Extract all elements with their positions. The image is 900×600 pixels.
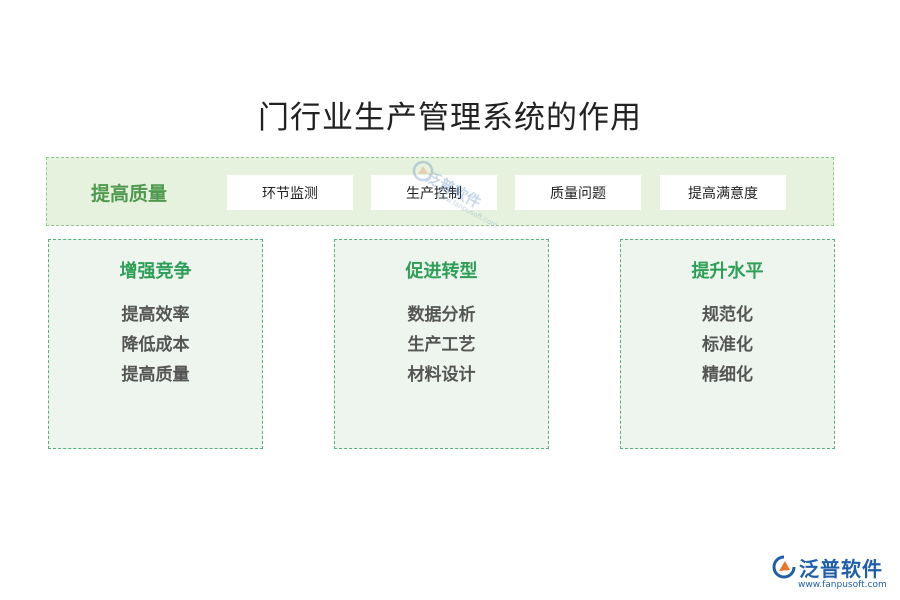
card-item: 降低成本 [121,335,190,355]
chip-item: 质量问题 [515,175,641,210]
chip-item: 生产控制 [371,175,497,210]
brand-url: www.fanpusoft.com [798,580,887,590]
card-item: 数据分析 [407,305,476,325]
chip-item: 环节监测 [227,175,353,210]
card-item: 提高效率 [121,305,190,325]
card-level: 提升水平 规范化 标准化 精细化 [620,239,835,449]
card-title: 提升水平 [691,261,764,282]
card-item: 材料设计 [407,365,476,385]
card-title: 增强竞争 [119,261,192,282]
brand-logo-icon [772,555,796,579]
page-title: 门行业生产管理系统的作用 [258,100,642,136]
card-item: 标准化 [702,335,753,355]
card-item: 规范化 [702,305,753,325]
brand-name: 泛普软件 [799,557,883,581]
band-label: 提高质量 [91,183,168,205]
brand-logo: 泛普软件 www.fanpusoft.com [772,553,894,593]
card-title: 促进转型 [405,261,478,282]
card-compete: 增强竞争 提高效率 降低成本 提高质量 [48,239,263,449]
card-transform: 促进转型 数据分析 生产工艺 材料设计 [334,239,549,449]
card-item: 提高质量 [121,365,190,385]
top-band: 提高质量 环节监测 生产控制 质量问题 提高满意度 [46,157,834,226]
card-item: 生产工艺 [407,335,476,355]
chip-item: 提高满意度 [660,175,786,210]
card-item: 精细化 [702,365,753,385]
